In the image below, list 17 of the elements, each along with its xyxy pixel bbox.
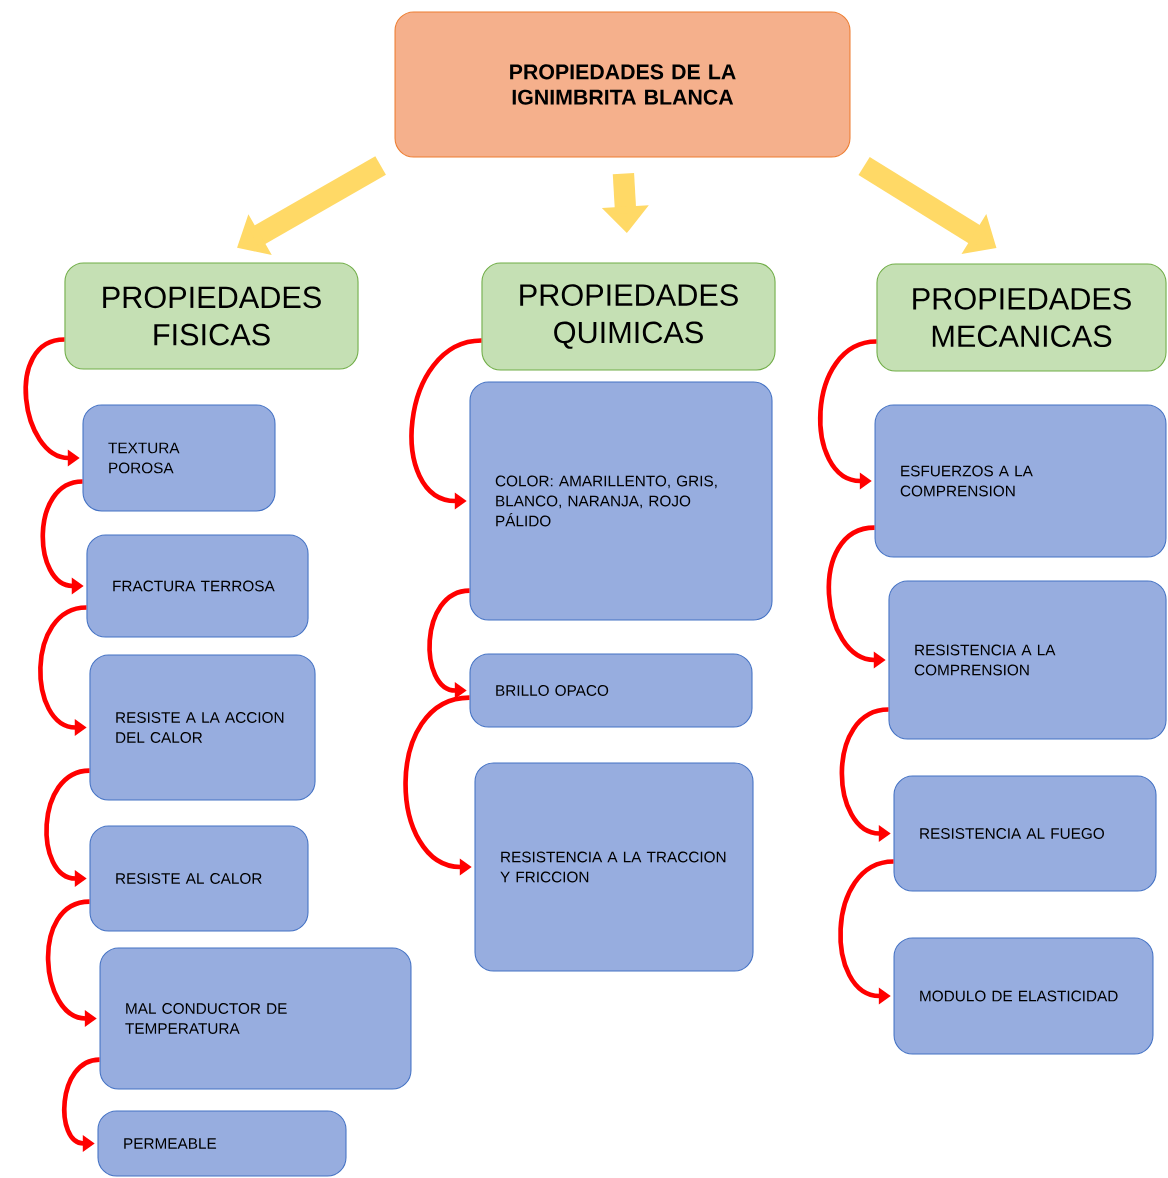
property-box: ESFUERZOS A LA COMPRENSION xyxy=(874,404,1167,558)
property-box: COLOR: AMARILLENTO, GRIS, BLANCO, NARANJA, ROJO PÁLIDO xyxy=(469,381,773,621)
property-box: RESISTENCIA A LA TRACCION Y FRICCION xyxy=(474,762,754,972)
property-box: RESISTE A LA ACCION DEL CALOR xyxy=(89,654,316,801)
category-box: PROPIEDADES FISICAS xyxy=(64,262,359,370)
property-box: MAL CONDUCTOR DE TEMPERATURA xyxy=(99,947,412,1090)
property-box: FRACTURA TERROSA xyxy=(86,534,309,638)
title-box: PROPIEDADES DE LA IGNIMBRITA BLANCA xyxy=(394,11,851,158)
property-box: MODULO DE ELASTICIDAD xyxy=(893,937,1154,1055)
property-box: TEXTURA POROSA xyxy=(82,404,276,512)
category-box: PROPIEDADES MECANICAS xyxy=(876,263,1167,372)
property-box: BRILLO OPACO xyxy=(469,653,753,728)
property-box: PERMEABLE xyxy=(97,1110,347,1177)
property-box: RESISTE AL CALOR xyxy=(89,825,309,932)
property-box: RESISTENCIA AL FUEGO xyxy=(893,775,1157,892)
property-box: RESISTENCIA A LA COMPRENSION xyxy=(888,580,1167,740)
category-box: PROPIEDADES QUIMICAS xyxy=(481,262,776,371)
